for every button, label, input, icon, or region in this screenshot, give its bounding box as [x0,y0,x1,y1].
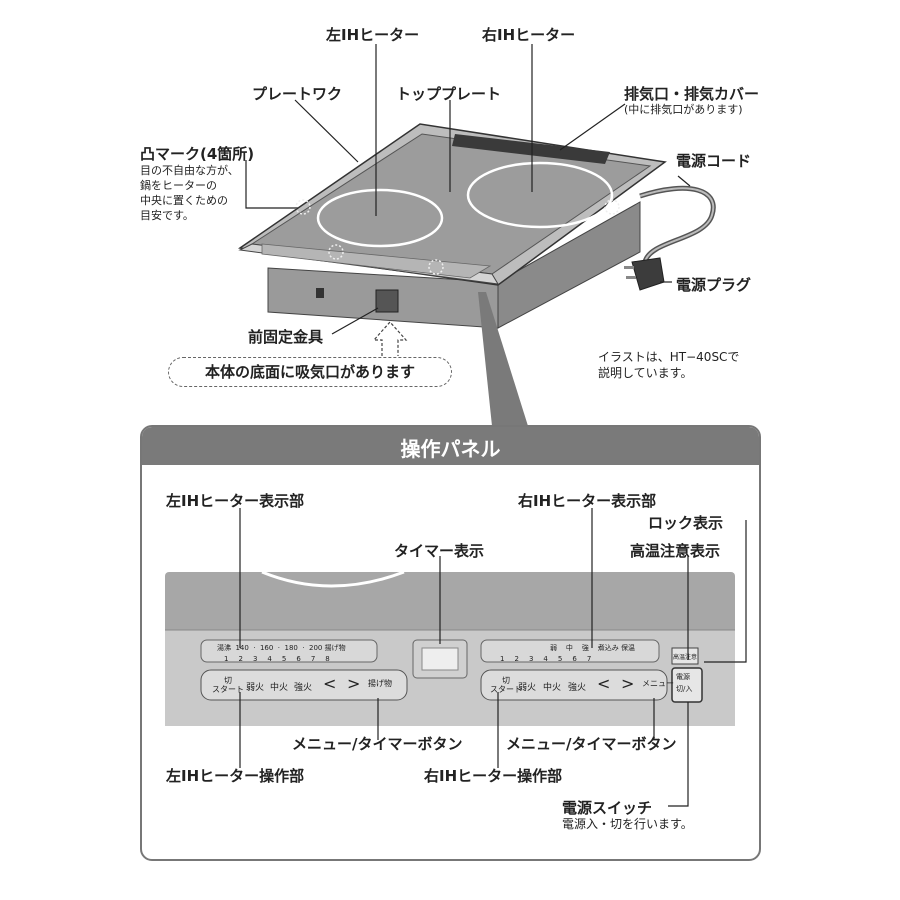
label-right-operation: 右IHヒーター操作部 [424,767,563,785]
label-left-display: 左IHヒーター表示部 [166,492,305,510]
panel-title: 操作パネル [400,437,501,461]
label-power-plug: 電源プラグ [676,276,752,294]
illustration-note-1: イラストは、HT−40SCで [598,350,740,364]
right-low-button[interactable]: 弱火 [518,683,537,693]
intake-note: 本体の底面に吸気口があります [204,363,415,381]
right-levels: 1234567 [500,655,602,663]
right-menu-button[interactable]: メニュー [642,679,674,688]
convex-mark [328,244,344,260]
convex-note-4: 目安です。 [140,209,194,222]
illustration-note-2: 説明しています。 [598,366,693,380]
left-scale: 湯沸 140 · 160 · 180 · 200 揚げ物 [217,644,346,652]
control-strip [261,243,492,279]
label-convex-mark: 凸マーク(4箇所) [140,145,255,163]
left-high-button[interactable]: 強火 [294,683,313,693]
body-side [497,201,641,329]
label-menu-timer-left: メニュー/タイマーボタン [292,735,463,753]
label-power-switch-note: 電源入・切を行います。 [562,817,693,831]
label-front-bracket: 前固定金具 [248,328,324,346]
left-levels: 12345678 [224,655,340,663]
power-btn-label-1[interactable]: 電源 [676,673,690,681]
convex-note-3: 中央に置くための [140,194,228,207]
right-start-button[interactable]: 切スタート [490,676,522,694]
label-power-switch: 電源スイッチ [562,799,653,817]
intake-callout: 本体の底面に吸気口があります [168,357,452,387]
label-plate-work: プレートワク [252,85,343,103]
left-menu-button[interactable]: 揚げ物 [368,679,392,688]
left-start-button[interactable]: 切スタート [212,676,244,694]
timer-display [421,647,459,671]
label-exhaust-note: (中に排気口があります) [624,103,743,116]
label-timer-display: タイマー表示 [394,542,485,560]
left-display-bar [200,639,378,663]
lock-badge: 高温注意 [673,654,698,661]
convex-mark [604,199,620,215]
convex-mark [428,259,444,275]
panel-header [142,427,759,465]
body-slot [316,288,324,298]
right-up-button[interactable]: > [621,674,635,693]
convex-note-2: 鍋をヒーターの [140,179,217,192]
left-low-button[interactable]: 弱火 [246,683,265,693]
right-down-button[interactable]: < [597,674,611,693]
label-right-ih-heater: 右IHヒーター [482,26,576,44]
label-exhaust: 排気口・排気カバー [624,85,760,103]
left-mid-button[interactable]: 中火 [270,683,289,693]
convex-mark [295,199,311,215]
right-scale: 弱 中 強 煮込み 保温 [550,644,635,652]
label-left-ih-heater: 左IHヒーター [326,26,420,44]
left-up-button[interactable]: > [347,674,361,693]
right-operation-bar [480,669,668,701]
lock-indicator [671,647,699,665]
right-heater-ring [466,161,614,229]
heater-arc [261,570,405,588]
exhaust-vent [452,134,610,164]
intake-arrow [372,321,408,356]
label-power-cord: 電源コード [676,152,752,170]
left-down-button[interactable]: < [323,674,337,693]
panel-callout-wedge [478,292,528,426]
label-right-display: 右IHヒーター表示部 [518,492,657,510]
left-operation-bar [200,669,408,701]
right-mid-button[interactable]: 中火 [543,683,562,693]
label-high-temp-display: 高温注意表示 [630,542,721,560]
label-menu-timer-right: メニュー/タイマーボタン [506,735,677,753]
label-left-operation: 左IHヒーター操作部 [166,767,305,785]
convex-note-1: 目の不自由な方が、 [140,164,239,177]
leader-lines [245,44,691,335]
right-display-bar [480,639,660,663]
label-lock-display: ロック表示 [648,514,724,532]
left-heater-ring [316,188,444,248]
front-bracket [375,289,399,313]
label-top-plate: トッププレート [396,85,502,103]
power-btn-label-2[interactable]: 切/入 [676,685,693,693]
panel-leader-lines [239,508,747,807]
right-high-button[interactable]: 強火 [568,683,587,693]
power-plug [624,257,665,291]
power-switch-graphic [671,667,703,703]
